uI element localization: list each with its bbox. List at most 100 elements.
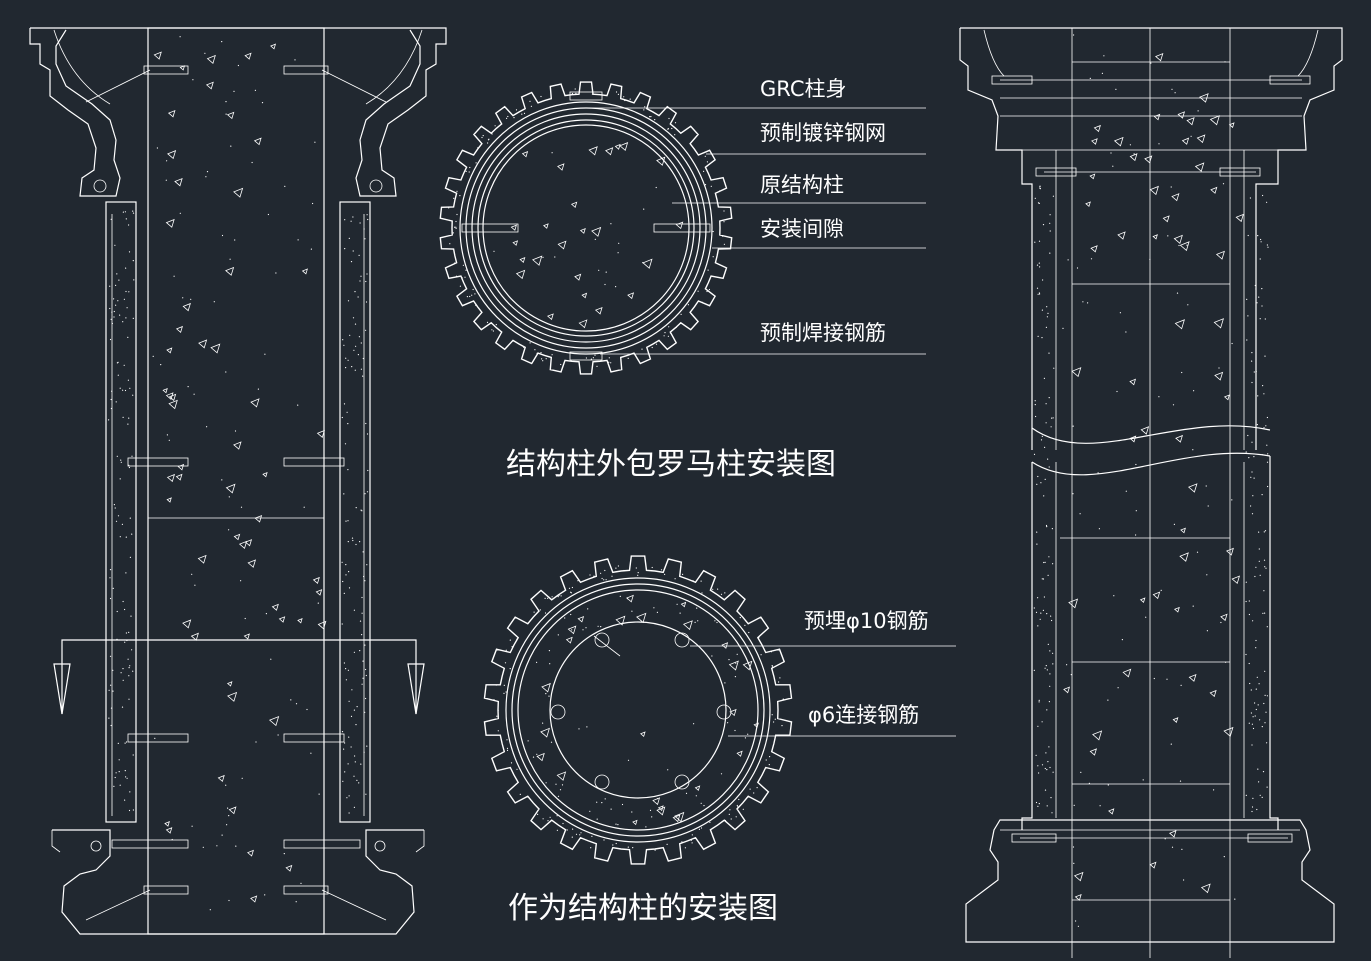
stipple-dot xyxy=(753,792,755,794)
stipple-dot xyxy=(117,300,119,302)
stipple-dot xyxy=(739,617,741,619)
stipple-dot xyxy=(361,510,363,512)
stipple-dot xyxy=(1251,352,1253,354)
stipple-dot xyxy=(566,829,568,831)
aggregate-mark xyxy=(1139,597,1146,603)
stipple-dot xyxy=(126,639,128,642)
stipple-dot xyxy=(655,186,657,189)
aggregate-mark xyxy=(1152,234,1158,240)
stipple-dot xyxy=(109,569,112,571)
aggregate-mark xyxy=(254,514,263,523)
aggregate-mark xyxy=(174,177,183,187)
stipple-dot xyxy=(727,722,729,724)
aggregate-mark xyxy=(217,774,225,783)
stipple-dot xyxy=(627,357,629,359)
stipple-dot xyxy=(627,846,629,848)
stipple-dot xyxy=(656,611,659,614)
stipple-dot xyxy=(115,520,118,522)
stipple-dot xyxy=(124,770,126,772)
stipple-dot xyxy=(352,250,354,252)
aggregate-mark xyxy=(198,339,208,349)
aggregate-mark xyxy=(640,731,646,738)
stipple-dot xyxy=(303,506,305,508)
stipple-dot xyxy=(108,717,110,719)
stipple-dot xyxy=(348,237,350,239)
stipple-dot xyxy=(1255,688,1257,690)
stipple-dot xyxy=(314,141,316,143)
stipple-dot xyxy=(593,575,595,577)
stipple-dot xyxy=(1166,678,1168,680)
stipple-dot xyxy=(126,307,128,309)
stipple-dot xyxy=(544,597,546,600)
stipple-dot xyxy=(1263,590,1265,592)
aggregate-mark xyxy=(1172,717,1179,723)
stipple-dot xyxy=(241,777,243,779)
stipple-dot xyxy=(690,839,692,841)
stipple-dot xyxy=(1254,715,1256,717)
aggregate-mark xyxy=(166,497,172,503)
aggregate-mark xyxy=(206,54,216,64)
stipple-dot xyxy=(125,317,127,319)
aggregate-mark xyxy=(168,399,178,410)
stipple-dot xyxy=(615,842,617,845)
stipple-dot xyxy=(359,222,361,224)
stipple-dot xyxy=(693,723,695,725)
stipple-dot xyxy=(367,469,369,472)
stipple-dot xyxy=(1042,578,1045,580)
stipple-dot xyxy=(575,92,577,94)
stipple-dot xyxy=(352,216,354,218)
stipple-dot xyxy=(454,262,456,264)
stipple-dot xyxy=(125,776,127,778)
stipple-dot xyxy=(547,820,549,822)
stipple-dot xyxy=(128,675,130,677)
stipple-dot xyxy=(165,179,167,181)
stipple-dot xyxy=(117,742,119,745)
stipple-dot xyxy=(117,515,120,517)
stipple-dot xyxy=(110,218,112,220)
stipple-dot xyxy=(449,243,451,245)
stipple-dot xyxy=(523,346,525,349)
stipple-dot xyxy=(771,665,773,667)
stipple-dot xyxy=(1264,530,1267,532)
right-column-elevation xyxy=(959,27,1343,958)
stipple-dot xyxy=(119,387,121,389)
stipple-dot xyxy=(343,592,345,595)
stipple-dot xyxy=(190,298,192,300)
stipple-dot xyxy=(128,631,130,634)
stipple-dot xyxy=(1261,454,1264,456)
stipple-dot xyxy=(1045,403,1047,405)
aggregate-mark xyxy=(729,708,737,717)
stipple-dot xyxy=(1267,246,1269,248)
stipple-dot xyxy=(506,739,508,741)
stipple-dot xyxy=(251,161,253,164)
stipple-dot xyxy=(129,665,131,667)
stipple-dot xyxy=(1044,667,1046,669)
stipple-dot xyxy=(1043,596,1045,598)
stipple-dot xyxy=(1041,578,1043,580)
stipple-dot xyxy=(237,64,239,67)
aggregate-mark xyxy=(164,821,170,827)
stipple-dot xyxy=(493,699,495,701)
stipple-dot xyxy=(1048,746,1050,748)
stipple-dot xyxy=(551,354,553,356)
aggregate-mark xyxy=(642,258,653,269)
stipple-dot xyxy=(600,626,602,628)
stipple-dot xyxy=(1257,704,1259,706)
stipple-dot xyxy=(487,142,489,144)
aggregate-mark xyxy=(165,827,173,834)
stipple-dot xyxy=(1262,194,1264,197)
stipple-dot xyxy=(1258,560,1260,562)
stipple-dot xyxy=(354,761,356,763)
stipple-dot xyxy=(1135,510,1137,512)
stipple-dot xyxy=(112,690,114,692)
stipple-dot xyxy=(109,597,112,600)
stipple-dot xyxy=(572,828,574,830)
stipple-dot xyxy=(1112,165,1114,167)
stipple-dot xyxy=(459,285,461,287)
stipple-dot xyxy=(1049,214,1051,216)
stipple-dot xyxy=(341,731,344,733)
stipple-dot xyxy=(455,226,457,228)
stipple-dot xyxy=(1222,183,1225,185)
stipple-dot xyxy=(1089,77,1091,79)
stipple-dot xyxy=(123,298,125,300)
